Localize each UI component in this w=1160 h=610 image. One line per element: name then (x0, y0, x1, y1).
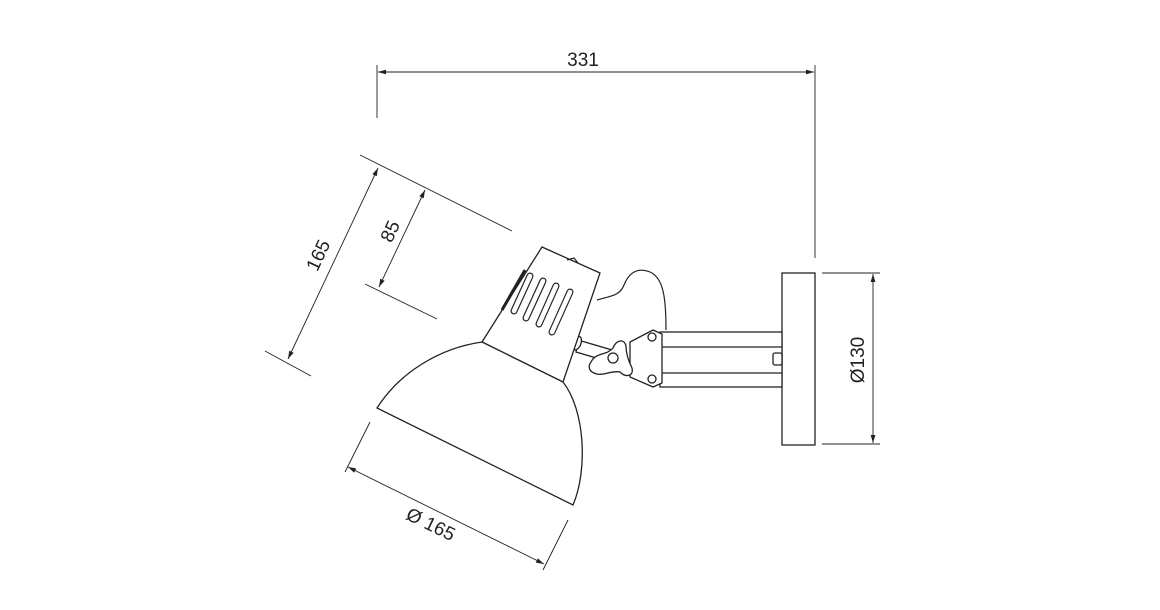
bracket (629, 329, 663, 388)
dimension-plate: Ø130 (822, 272, 880, 445)
lamp-shade (376, 341, 583, 506)
dimension-plate-label: Ø130 (848, 337, 869, 383)
dimension-width: 331 (376, 50, 816, 258)
dimension-neck: 85 (364, 189, 438, 320)
arm (659, 331, 783, 388)
dimension-shade-label: Ø 165 (403, 504, 459, 546)
lamp-neck (481, 246, 601, 383)
wall-plate (781, 272, 816, 446)
wing-knob-icon (588, 340, 633, 377)
cable (596, 269, 667, 331)
dimension-width-label: 331 (567, 50, 599, 71)
